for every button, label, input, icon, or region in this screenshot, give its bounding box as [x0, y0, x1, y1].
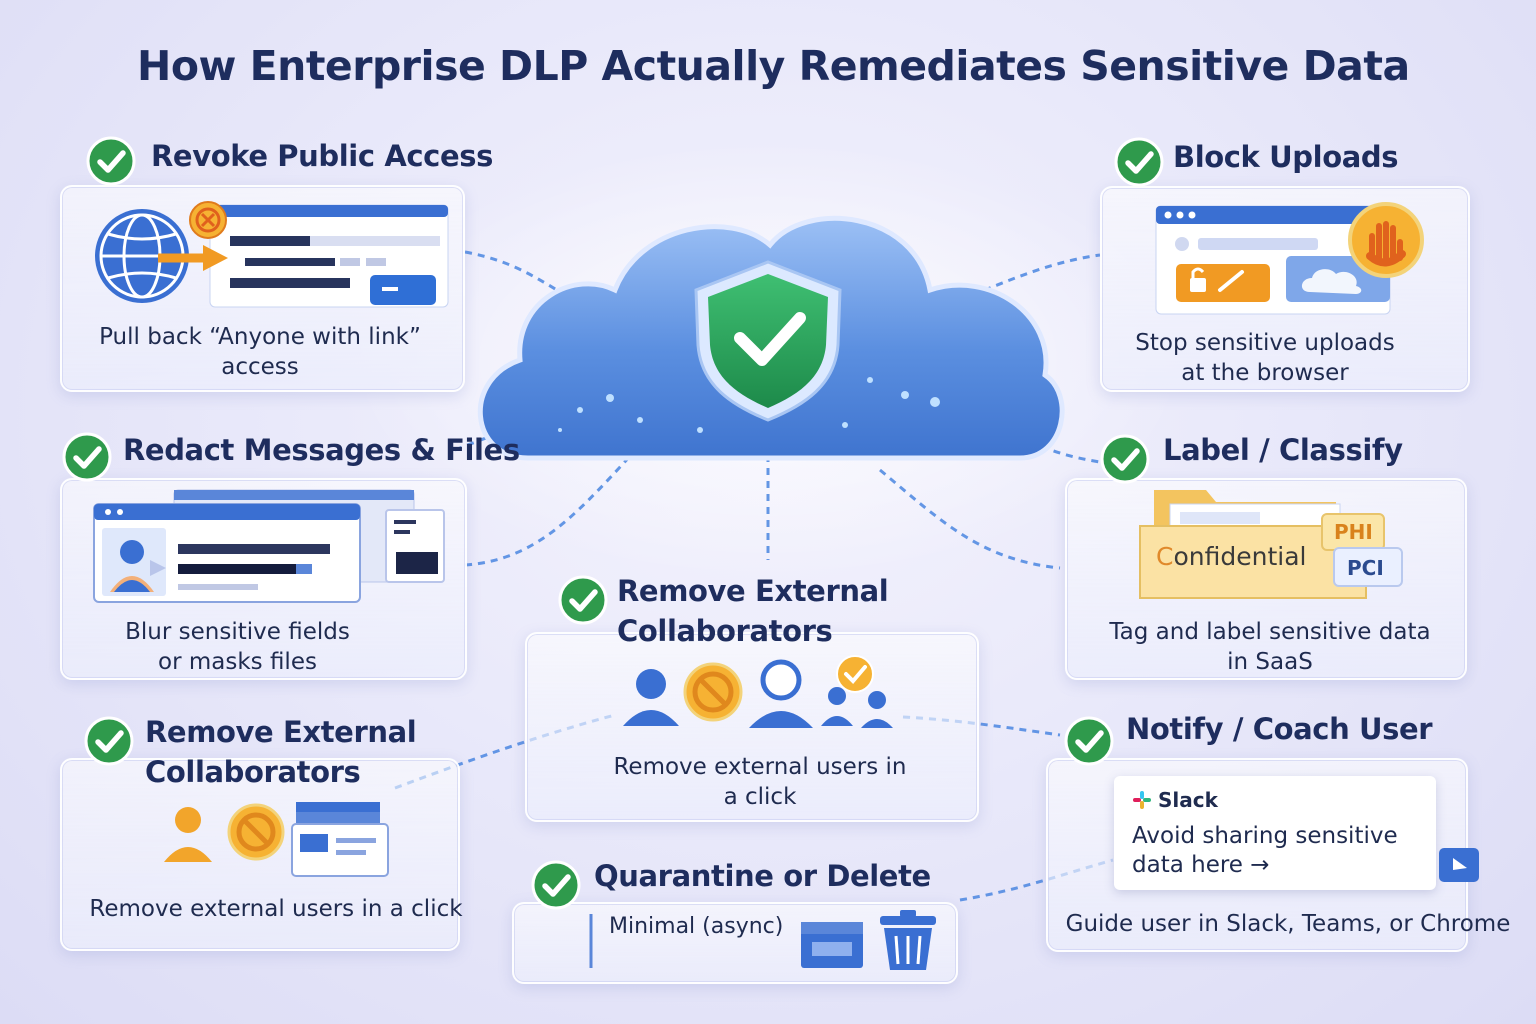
- phi-tag: PHI: [1334, 520, 1373, 544]
- redact-illustration: [93, 489, 445, 603]
- user-icon: [749, 659, 813, 728]
- quarantine-label: Minimal (async): [609, 914, 784, 939]
- slack-popup: Slack Avoid sharing sensitive data here …: [1114, 776, 1436, 890]
- user-icon: [623, 669, 679, 726]
- quarantine-heading: Quarantine or Delete: [594, 859, 931, 893]
- stop-hand-icon: [1348, 202, 1424, 278]
- user-icon: [821, 687, 893, 728]
- label-caption-line2: in SaaS: [1227, 649, 1313, 675]
- checkmark-icon: [531, 860, 581, 910]
- user-icon: [110, 540, 154, 592]
- checkmark-icon: [558, 575, 608, 625]
- checkmark-icon: [1114, 137, 1164, 187]
- remove-center-caption-line1: Remove external users in: [613, 754, 907, 780]
- prohibited-icon: [683, 662, 743, 722]
- checkmark-icon: [1064, 716, 1114, 766]
- remove-left-heading-line2: Collaborators: [145, 755, 361, 789]
- revoke-illustration: [95, 201, 449, 308]
- block-caption-line1: Stop sensitive uploads: [1135, 330, 1395, 356]
- revoke-caption-line1: Pull back “Anyone with link”: [99, 324, 421, 350]
- lock-icon: [1190, 267, 1206, 292]
- slack-message: Avoid sharing sensitive data here →: [1132, 823, 1398, 878]
- label-heading: Label / Classify: [1163, 433, 1403, 467]
- checkmark-icon: [84, 716, 134, 766]
- redact-caption-line1: Blur sensitive fields: [125, 619, 350, 645]
- slack-logo-icon: [1133, 791, 1151, 809]
- page-title: How Enterprise DLP Actually Remediates S…: [137, 42, 1410, 90]
- remove-left-heading-line1: Remove External: [145, 715, 417, 749]
- pci-tag: PCI: [1347, 556, 1384, 580]
- remove-center-illustration: [623, 655, 893, 728]
- prohibited-icon: [227, 803, 285, 861]
- block-heading: Block Uploads: [1173, 140, 1399, 174]
- revoke-caption-line2: access: [221, 354, 299, 380]
- checkmark-badge-icon: [836, 655, 874, 693]
- slack-name: Slack: [1158, 788, 1218, 812]
- label-caption-line1: Tag and label sensitive data: [1109, 619, 1431, 645]
- remove-left-caption: Remove external users in a click: [89, 896, 463, 922]
- archive-box-icon: [801, 922, 863, 968]
- trash-icon: [880, 910, 936, 970]
- revoke-x-icon: [189, 201, 227, 239]
- notify-heading: Notify / Coach User: [1126, 712, 1433, 746]
- block-illustration: [1155, 202, 1424, 315]
- redact-heading: Redact Messages & Files: [123, 433, 520, 467]
- folder-icon: [1139, 490, 1403, 599]
- notify-caption: Guide user in Slack, Teams, or Chrome: [1065, 911, 1511, 937]
- quarantine-card: [512, 902, 958, 984]
- confidential-label: Confidential: [1156, 542, 1307, 571]
- checkmark-icon: [1100, 434, 1150, 484]
- revoke-heading: Revoke Public Access: [151, 139, 493, 173]
- remove-center-heading-line1: Remove External: [617, 574, 889, 608]
- checkmark-icon: [62, 432, 112, 482]
- quarantine-illustration: [589, 910, 936, 970]
- send-button-icon[interactable]: [1437, 846, 1481, 884]
- globe-icon: [95, 209, 189, 303]
- remove-left-illustration: [164, 802, 389, 877]
- cloud-icon: [1301, 269, 1362, 294]
- checkmark-icon: [86, 136, 136, 186]
- remove-center-caption-line2: a click: [723, 784, 797, 810]
- remove-center-heading-line2: Collaborators: [617, 614, 833, 648]
- user-icon: [164, 807, 212, 862]
- redact-caption-line2: or masks files: [158, 649, 317, 675]
- shield-check-icon: [694, 260, 842, 422]
- block-caption-line2: at the browser: [1181, 360, 1349, 386]
